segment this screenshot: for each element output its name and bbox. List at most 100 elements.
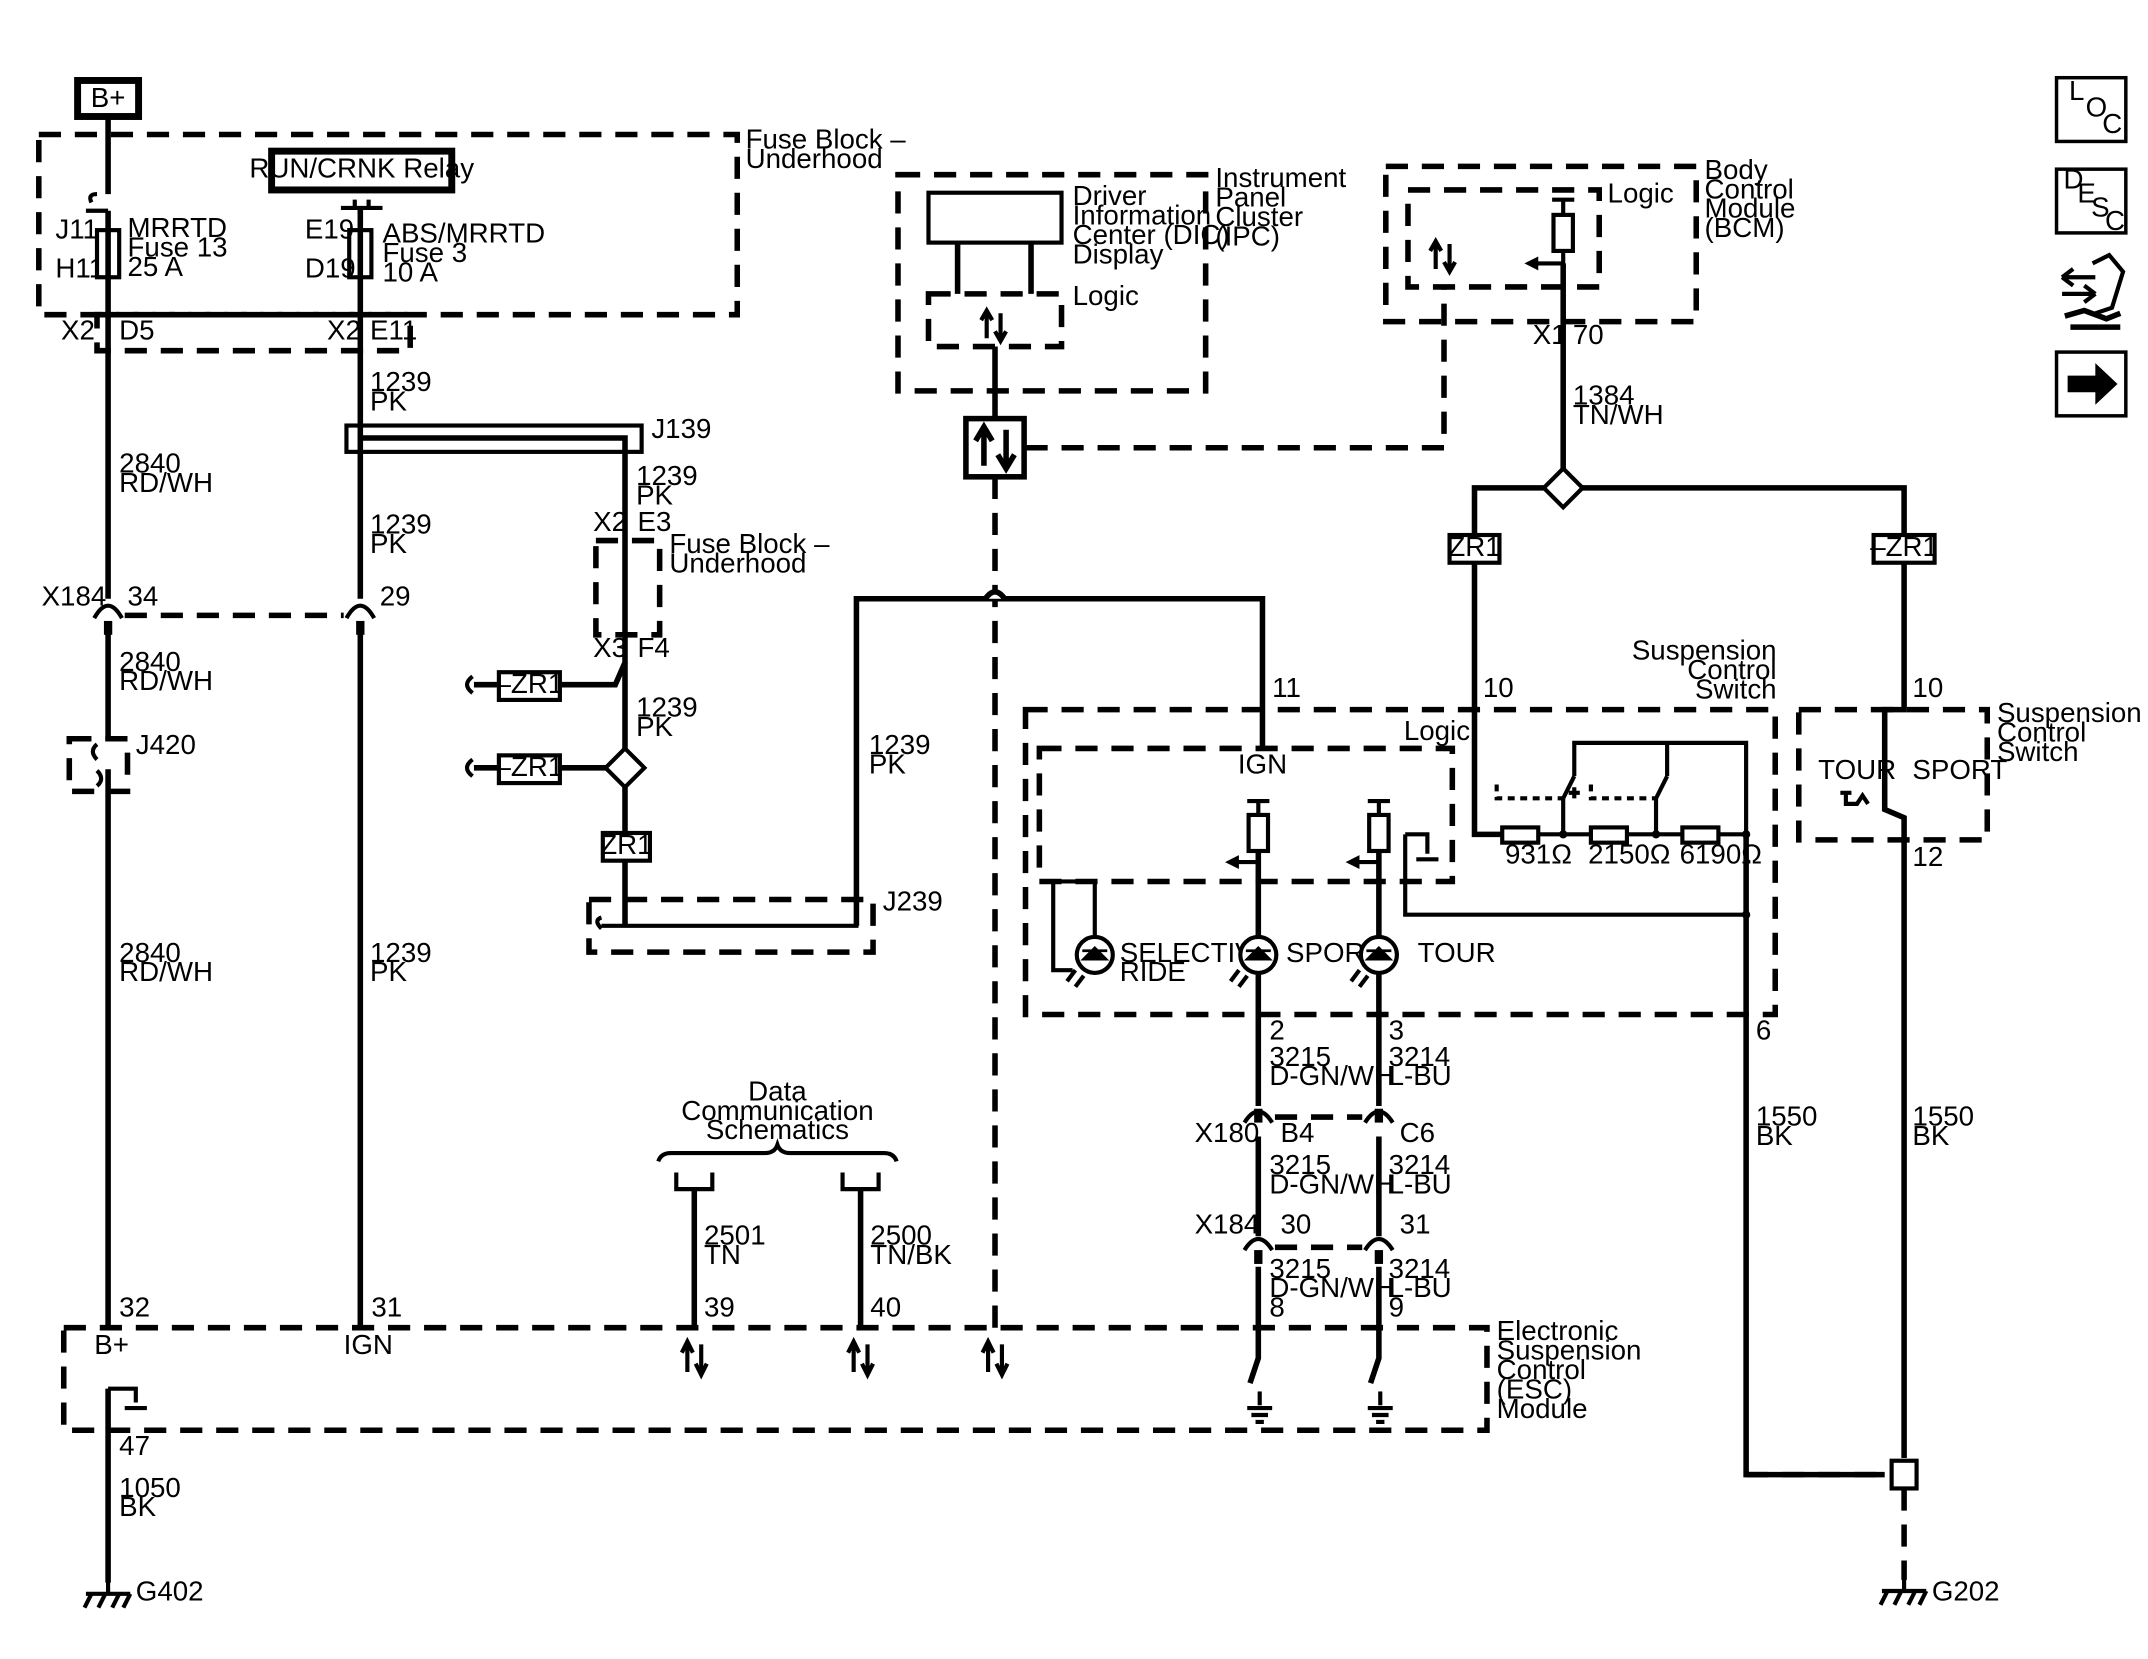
fuse-block-title-2: Underhood [746,143,883,174]
fuse-block-underhood: Fuse Block – Underhood RUN/CRNK Relay [36,123,906,318]
w1550-a1: 1550 [1756,1100,1818,1131]
ss2-title-3: Switch [1997,736,2079,767]
bcm-logic: Logic [1608,177,1674,208]
ssu-title-1: Suspension [1632,635,1777,666]
w3214-c1: 3214 [1389,1253,1451,1284]
desc-d: D [2063,164,2083,195]
fuse-block-connector [94,311,413,354]
x180-label: X180 [1195,1117,1260,1148]
ss2-title-1: Suspension [1997,697,2142,728]
x184-label: X184 [42,581,107,612]
desc-nav-button[interactable]: D E S C [2054,164,2128,237]
wire-3215 [1247,972,1262,1385]
w1239-e2: PK [636,711,673,742]
w3215-a2: D-GN/WH [1269,1060,1394,1091]
dc-title-1: Data [748,1075,807,1106]
w1384-1: 1384 [1573,380,1635,411]
dic-l4: Display [1073,238,1164,269]
conn1-pin: D5 [119,315,154,346]
led-tour: TOUR [1349,934,1496,989]
esc-title-1: Electronic [1497,1315,1619,1346]
x184-p30: 30 [1280,1208,1311,1239]
w1239-f1: 1239 [869,729,931,760]
bcm-title-3: Module [1705,193,1796,224]
fuse13-j: J11 [55,213,98,244]
loc-c: C [2102,108,2122,139]
ground-junction-g202 [1889,1458,1919,1491]
w2840-b1: 2840 [119,646,181,677]
fb2-title-2: Underhood [669,547,806,578]
g202-label: G202 [1932,1576,2000,1607]
w2840-a1: 2840 [119,448,181,479]
desc-s: S [2091,191,2109,222]
neg-zr1-b-label: –ZR1 [496,751,564,782]
esc-p32: 32 [119,1292,150,1323]
x184-p34: 34 [127,581,158,612]
fuse13-l2: Fuse 13 [127,231,227,262]
wire-j139-branch [360,435,628,651]
splice-j139 [344,423,644,454]
option-neg-zr1-b [496,753,562,786]
w1384-2: TN/WH [1573,399,1664,430]
w3215-a1: 3215 [1269,1041,1331,1072]
fb2-x3: X3 [593,632,627,663]
w3214-b2: L-BU [1389,1168,1452,1199]
resistor-ladder: 931Ω 2150Ω 6190Ω [1494,740,1762,869]
w1239-a1: 1239 [370,366,432,397]
wire-zr1-opt-a [559,650,628,688]
w3214-a1: 3214 [1389,1041,1451,1072]
j139-label: J139 [651,413,711,444]
esc-title-2: Suspension [1497,1335,1642,1366]
fuse13-h: H11 [55,252,104,283]
loc-nav-button[interactable]: L O C [2054,75,2128,144]
fb2-f4: F4 [637,632,669,663]
dic-display [926,190,1064,245]
ipc-title-3: Cluster [1215,201,1303,232]
fuse-3: E19 D19 ABS/MRRTD Fuse 3 10 A [305,199,545,287]
fuse3-e: E19 [305,213,354,244]
w1239-e1: 1239 [636,692,698,723]
w1550-b2: BK [1912,1120,1949,1151]
w1050-1: 1050 [119,1472,181,1503]
w1050-2: BK [119,1491,156,1522]
dic-l1: Driver [1073,180,1147,211]
fuse3-d: D19 [305,252,356,283]
connector-end-view-icon[interactable] [2060,252,2126,330]
conn1-x: X2 [61,315,95,346]
bcm-x1: X1 [1533,319,1567,350]
ssu-title-2: Control [1687,654,1776,685]
esc-title-3: Control [1497,1354,1586,1385]
w2840-c2: RD/WH [119,956,213,987]
w1239-c2: PK [636,480,673,511]
ipc-data-arrows [979,306,1008,346]
x180-c6: C6 [1400,1117,1435,1148]
esc-p31: 31 [371,1292,402,1323]
w1239-d2: PK [370,956,407,987]
w1239-d1: 1239 [370,937,432,968]
fuse13-l3: 25 A [127,251,183,282]
g402-label: G402 [136,1576,204,1607]
neg-zr1-c-label: –ZR1 [1870,531,1938,562]
bcm-module: Logic Body Control Module (BCM) [1383,154,1796,325]
led1-l2: RIDE [1120,956,1186,987]
ss2-pin10: 10 [1912,672,1943,703]
dic-l2: Information [1073,200,1212,231]
esc-bplus: B+ [94,1329,129,1360]
option-neg-zr1-a [496,670,562,703]
fuse-block-underhood-2: X2 E3 X3 F4 Fuse Block – Underhood [593,506,830,663]
fb2-e3: E3 [637,506,671,537]
next-page-arrow-icon[interactable] [2054,350,2128,418]
led3-label: TOUR [1418,937,1496,968]
ipc-title-1: Instrument [1215,162,1346,193]
ipc-title-2: Panel [1215,182,1286,213]
connector-x184: X184 34 29 [42,581,411,635]
loc-l: L [2069,75,2084,106]
bcm-pin70: 70 [1573,319,1604,350]
esc-ground-icon-2 [1368,1408,1393,1422]
x180-b4: B4 [1280,1117,1314,1148]
j420-label: J420 [136,729,196,760]
w1239-c1: 1239 [636,460,698,491]
w2840-b2: RD/WH [119,665,213,696]
data-communication-ref: Data Communication Schematics [656,1075,899,1192]
option-neg-zr1-c [1871,532,1937,565]
